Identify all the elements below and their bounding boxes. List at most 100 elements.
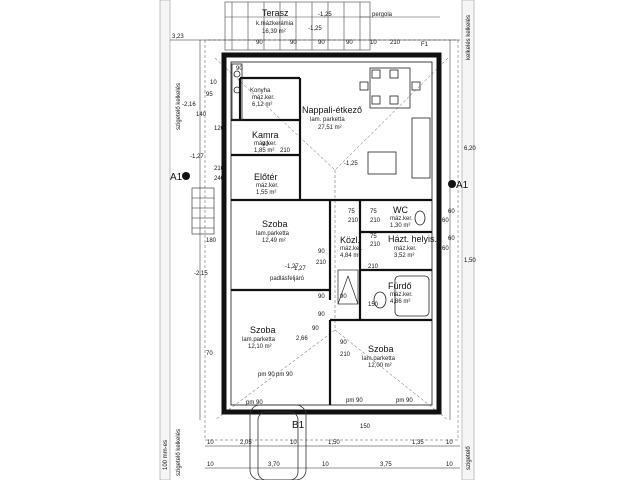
dim-bottom-2-4: 10 bbox=[446, 462, 453, 468]
margin-note-right-1: szigetelő bbox=[466, 446, 472, 470]
level-1: -1,25 bbox=[344, 161, 358, 167]
dim-top-6: 10 bbox=[370, 40, 377, 46]
konyha-floor: máz.ker. bbox=[252, 95, 275, 101]
kamra-name: Kamra bbox=[252, 130, 279, 140]
hazt-name: Házt. helyis. bbox=[388, 234, 437, 244]
dim-right-2: 1,50 bbox=[464, 258, 476, 264]
dim-inner-17: 150 bbox=[368, 302, 379, 308]
dim-bottom-2-1: 3,70 bbox=[268, 462, 280, 468]
margin-note-left-1: 100 mm-es bbox=[163, 440, 169, 470]
dim-inner-8: 210 bbox=[348, 218, 359, 224]
szoba2-floor: lam.parketta bbox=[242, 337, 276, 343]
dim-right-3: 60 bbox=[442, 218, 449, 224]
bottom-dim-row-1: 10 2,05 10 1,50 1,35 10 bbox=[205, 440, 460, 447]
margin-note-left-3: szigetelő kelkelés bbox=[176, 83, 182, 130]
pergola-label: pergola bbox=[372, 12, 393, 18]
dim-bottom-2-3: 3,75 bbox=[380, 462, 392, 468]
window-bottom-5: pm 90 bbox=[246, 400, 263, 406]
eloter-area: 1,55 m² bbox=[256, 190, 276, 196]
dim-bottom-1-5: 10 bbox=[446, 440, 453, 446]
attic-stair bbox=[337, 269, 359, 305]
dim-inner-18: 90 bbox=[340, 340, 347, 346]
terasz-area: 16,39 m² bbox=[262, 29, 286, 35]
konyha-name: Konyha bbox=[250, 88, 271, 94]
wc-name: WC bbox=[393, 205, 408, 215]
parking-outline bbox=[249, 404, 307, 480]
dim-left-7: 180 bbox=[206, 238, 217, 244]
dim-inner-23: 150 bbox=[360, 424, 371, 430]
dim-right-4: 60 bbox=[442, 246, 449, 252]
szoba2-name: Szoba bbox=[250, 325, 276, 335]
dim-top-4: 90 bbox=[318, 40, 325, 46]
dim-inner-19: 210 bbox=[340, 352, 351, 358]
section-a-right: A1 bbox=[456, 180, 469, 191]
dim-top-5: 90 bbox=[346, 40, 353, 46]
margin-note-left-2: szigetelő kelkelés bbox=[176, 429, 182, 476]
window-bottom-1: pm 90 bbox=[258, 372, 275, 378]
kamra-floor: máz.ker. bbox=[254, 141, 277, 147]
level-2: -1,27 bbox=[190, 154, 204, 160]
szoba3-area: 12,00 m² bbox=[368, 363, 392, 369]
dim-inner-15: 90 bbox=[318, 312, 325, 318]
dim-top-7: 210 bbox=[390, 40, 401, 46]
left-margin-strip bbox=[159, 0, 171, 480]
szoba1-floor: lam.parketta bbox=[256, 231, 290, 237]
dim-inner-4: 210 bbox=[370, 218, 381, 224]
level-6: -1,27 bbox=[285, 264, 299, 270]
section-a-right-marker bbox=[448, 180, 456, 188]
window-bottom-2: pm 90 bbox=[276, 372, 293, 378]
nappali-name: Nappali-étkező bbox=[302, 105, 362, 115]
szoba1-area: 12,49 m² bbox=[262, 238, 286, 244]
terasz-floor: k.mázkerámia bbox=[256, 21, 294, 27]
dim-left-5: 210 bbox=[214, 166, 225, 172]
dim-inner-3: 75 bbox=[370, 209, 377, 215]
entry-steps bbox=[191, 187, 215, 235]
dim-inner-10: 60 bbox=[448, 236, 455, 242]
dim-top-1: 3,23 bbox=[172, 34, 184, 40]
terasz-name: Terasz bbox=[262, 8, 289, 18]
margin-note-right-2: kelkelés kelkelés bbox=[466, 15, 472, 60]
bottom-dim-row-2: 10 3,70 10 3,75 10 bbox=[205, 462, 460, 469]
nappali-floor: lam. parketta bbox=[310, 117, 345, 123]
szoba3-floor: lam.parketta bbox=[362, 356, 396, 362]
eloter-floor: máz.ker. bbox=[256, 183, 279, 189]
dim-left-6: 240 bbox=[214, 176, 225, 182]
dim-right-1: 6,20 bbox=[464, 146, 476, 152]
dim-left-2: 95 bbox=[206, 92, 213, 98]
dim-bottom-1-1: 2,05 bbox=[240, 440, 252, 446]
dim-left-3: 140 bbox=[196, 112, 207, 118]
section-f-top: F1 bbox=[421, 42, 429, 48]
bathroom-fixtures bbox=[373, 210, 430, 317]
kozl-name: Közl. bbox=[340, 235, 360, 245]
kitchen-counter bbox=[231, 63, 243, 121]
dim-inner-2: 210 bbox=[280, 148, 291, 154]
level-7: -1,25 bbox=[318, 12, 332, 18]
dim-inner-20: 2,66 bbox=[296, 336, 308, 342]
dim-bottom-1-0: 10 bbox=[207, 440, 214, 446]
nappali-area: 27,51 m² bbox=[318, 125, 342, 131]
dim-inner-11: 90 bbox=[318, 249, 325, 255]
dim-inner-1: 90 bbox=[262, 142, 269, 148]
furdo-name: Fürdő bbox=[388, 281, 412, 291]
dim-inner-7: 75 bbox=[348, 209, 355, 215]
szoba2-area: 12,10 m² bbox=[248, 344, 272, 350]
dim-inner-14: 90 bbox=[340, 294, 347, 300]
dim-top-3: 90 bbox=[290, 40, 297, 46]
kamra-area: 1,85 m² bbox=[254, 148, 274, 154]
dim-inner-9: 60 bbox=[448, 209, 455, 215]
hazt-area: 3,52 m² bbox=[394, 253, 414, 259]
dim-inner-5: 75 bbox=[370, 234, 377, 240]
dim-bottom-1-3: 1,50 bbox=[328, 440, 340, 446]
dim-top-2: 90 bbox=[256, 40, 263, 46]
dim-inner-13: 90 bbox=[318, 294, 325, 300]
level-3: -1,25 bbox=[308, 26, 322, 32]
window-bottom-4: pm 90 bbox=[396, 398, 413, 404]
dim-inner-12: 210 bbox=[316, 260, 327, 266]
dim-bottom-1-4: 1,35 bbox=[412, 440, 424, 446]
szoba1-name: Szoba bbox=[262, 219, 288, 229]
right-margin-strip bbox=[461, 0, 475, 480]
furdo-floor: máz.ker. bbox=[390, 292, 413, 298]
dim-left-4: 120 bbox=[214, 126, 225, 132]
dim-top-8: 90 bbox=[236, 66, 243, 72]
